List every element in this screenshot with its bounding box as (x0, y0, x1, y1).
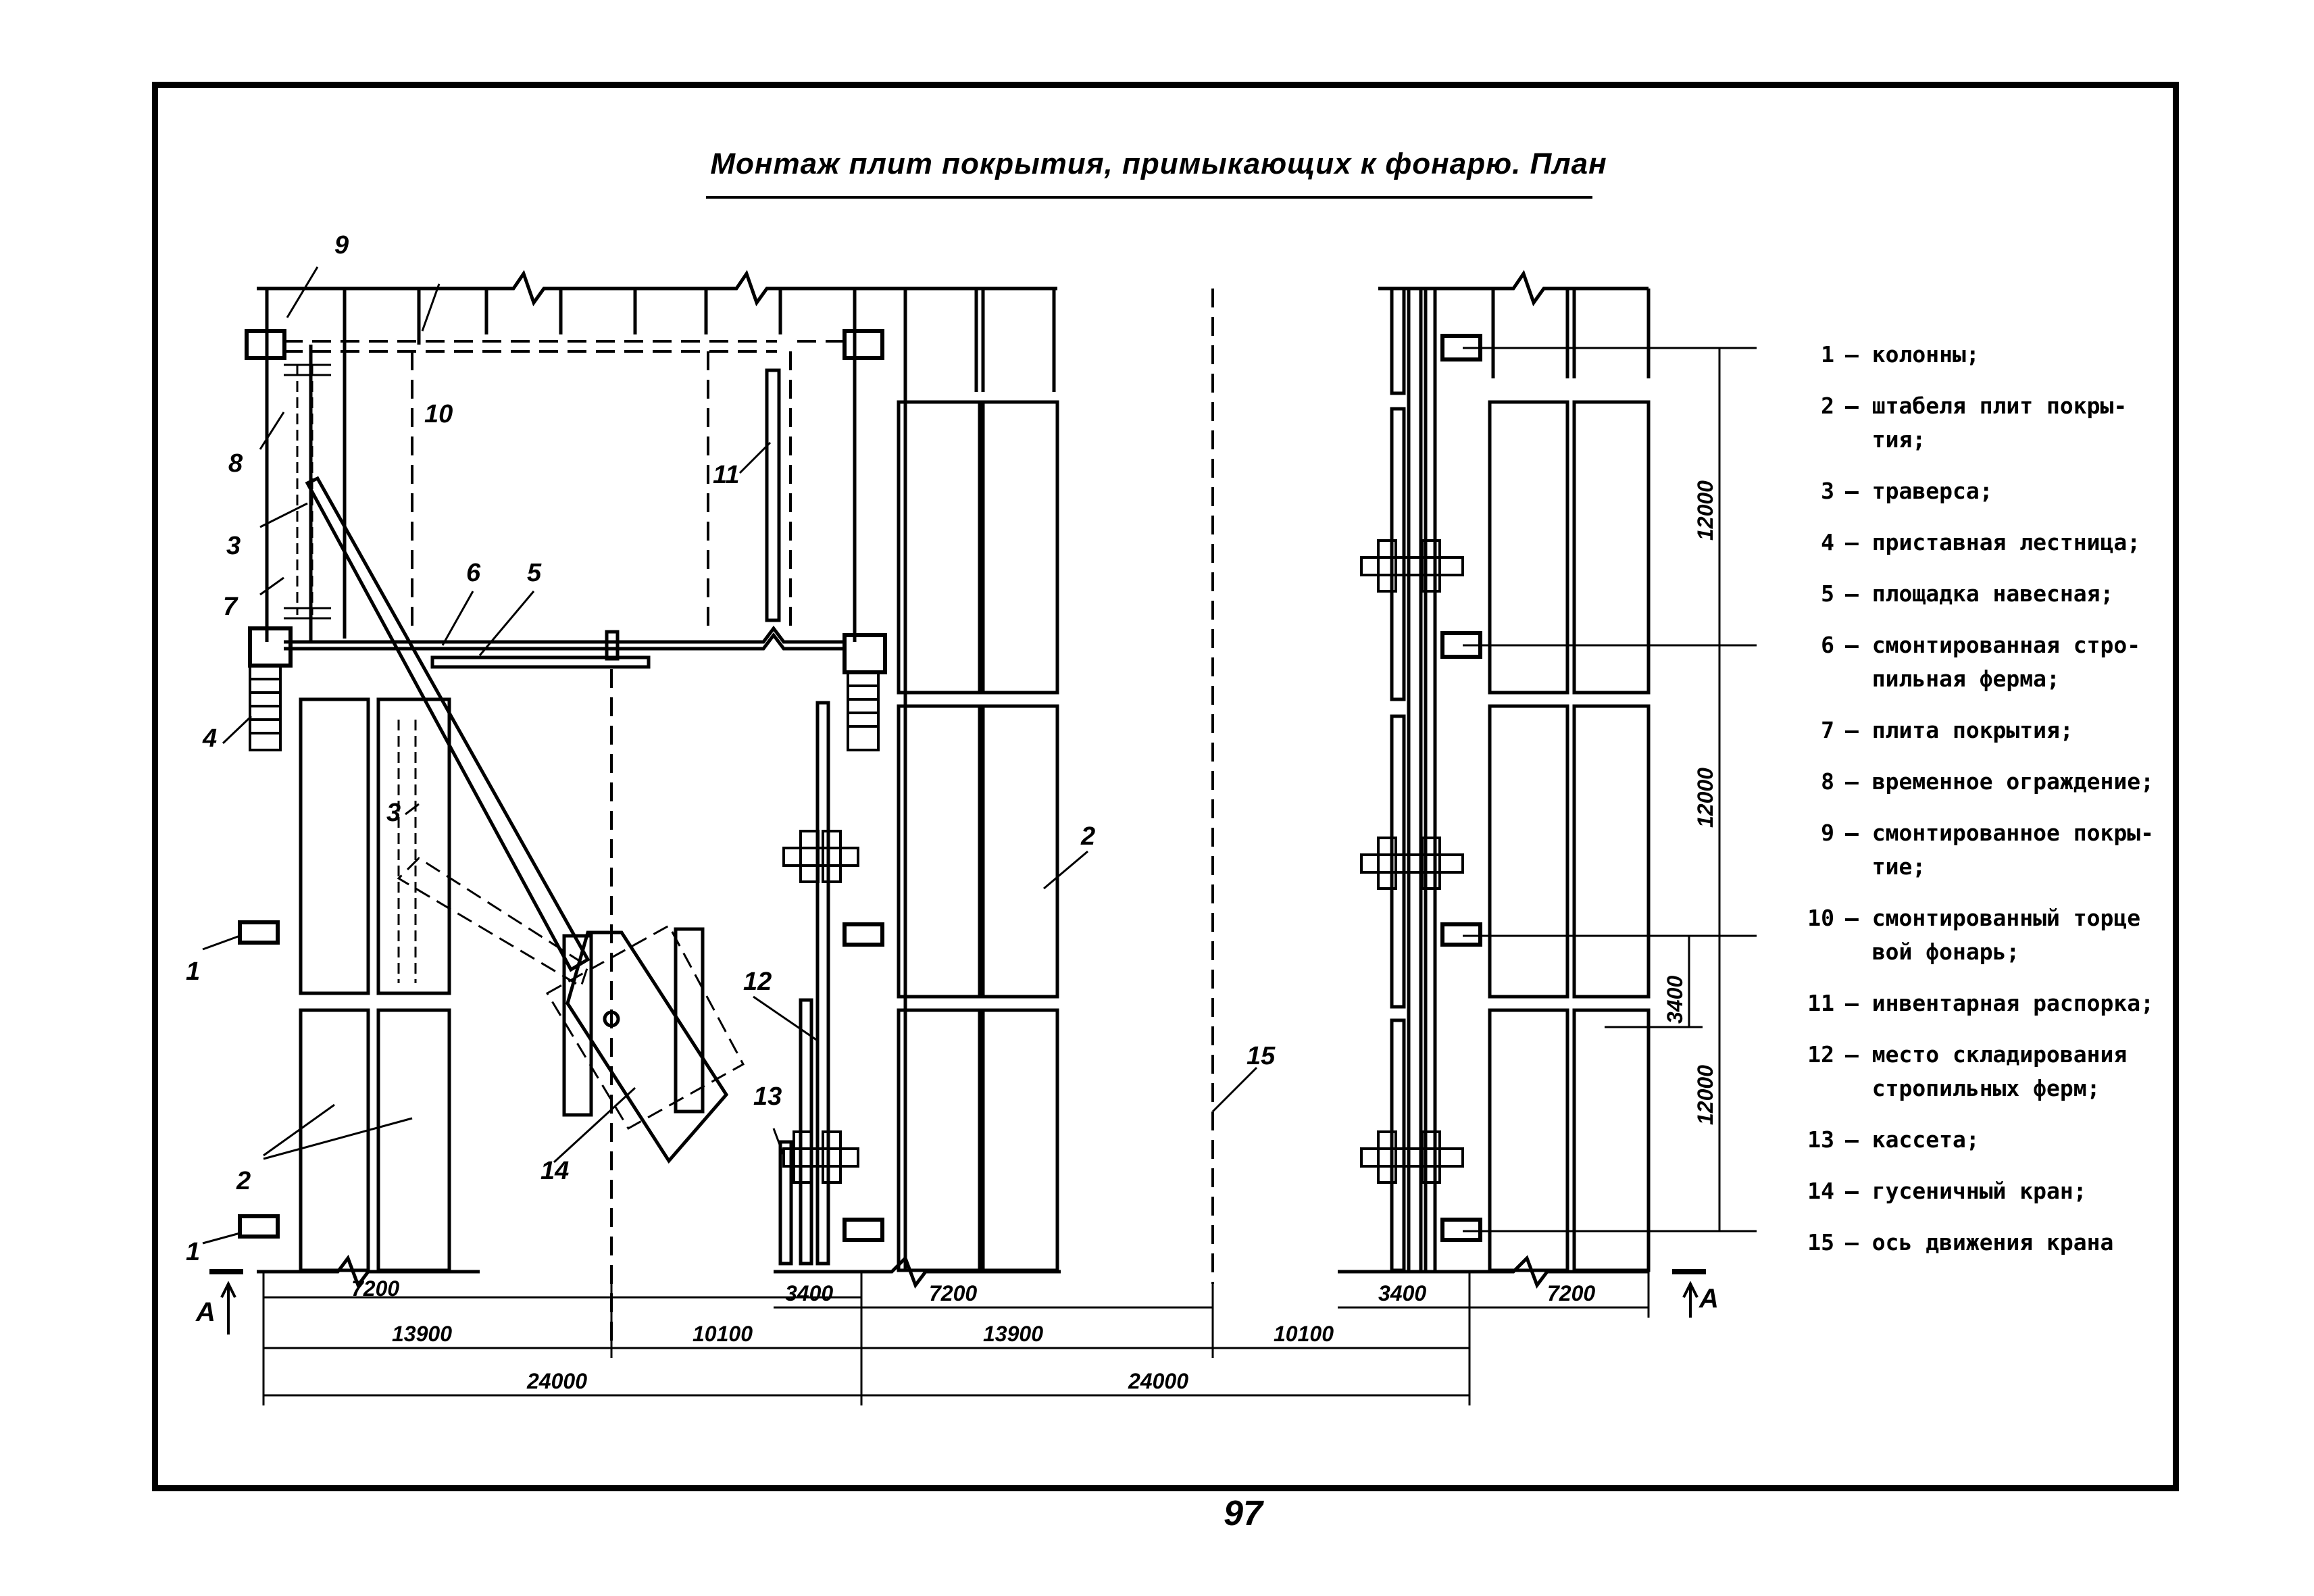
dim-10100-right: 10100 (1274, 1322, 1334, 1346)
callout-6: 6 (466, 559, 481, 587)
vertical-dimensions (1463, 347, 1757, 1232)
dim-10100-left: 10100 (693, 1322, 753, 1346)
dim-12000-mid: 12000 (1693, 768, 1717, 828)
callout-8: 8 (228, 449, 243, 478)
drawing-frame (152, 82, 2179, 1491)
legend-item: 3– траверса; (1821, 478, 1993, 504)
legend-item: 15– ось движения крана (1807, 1229, 2114, 1255)
dim-24000-left: 24000 (526, 1369, 587, 1393)
callout-7: 7 (223, 593, 238, 621)
dim-3400-right: 3400 (1378, 1281, 1426, 1305)
dim-24000-right: 24000 (1128, 1369, 1188, 1393)
legend-item: 5– площадка навесная; (1821, 580, 2114, 607)
dim-7200-left: 7200 (351, 1276, 399, 1301)
legend-item: 7– плита покрытия; (1821, 717, 2073, 743)
callout-12: 12 (743, 968, 772, 996)
dim-13900-mid: 13900 (983, 1322, 1043, 1346)
callout-3b: 3 (386, 799, 401, 827)
page-number: 97 (1224, 1494, 1263, 1533)
dim-12000-bottom: 12000 (1693, 1065, 1717, 1125)
dim-12000-top: 12000 (1693, 480, 1717, 541)
callout-15: 15 (1247, 1042, 1276, 1070)
legend-item: 2– штабеля плит покры- тия; (1821, 393, 2128, 453)
dim-7200-right: 7200 (1547, 1281, 1595, 1305)
legend-item: 12– место складирования стропильных ферм… (1807, 1041, 2128, 1101)
callout-10: 10 (424, 400, 453, 428)
callout-3a: 3 (226, 532, 241, 560)
callout-5: 5 (527, 559, 542, 587)
crane (305, 476, 745, 1164)
callout-13: 13 (753, 1082, 782, 1111)
legend-item: 14– гусеничный кран; (1807, 1178, 2087, 1204)
dim-13900-left: 13900 (392, 1322, 452, 1346)
legend-item: 4– приставная лестница; (1821, 529, 2141, 555)
dim-3400-vertical: 3400 (1663, 976, 1687, 1024)
callout-2a: 2 (236, 1167, 251, 1195)
columns (238, 329, 1482, 1242)
legend-item: 10– смонтированный торце вой фонарь; (1807, 905, 2141, 965)
dim-3400-left: 3400 (785, 1281, 833, 1305)
cassettes-right (1360, 539, 1464, 1184)
section-label-left: A (195, 1297, 216, 1327)
dim-7200-mid: 7200 (929, 1281, 977, 1305)
top-edge-left (257, 270, 1057, 307)
section-mark-right (1672, 1269, 1706, 1318)
section-mark-left (209, 1269, 243, 1335)
plate-stacks-center (897, 289, 1059, 1272)
callout-14: 14 (540, 1157, 569, 1185)
title-underline (706, 196, 1592, 199)
truss-and-platform (284, 625, 845, 669)
legend-item: 9– смонтированное покры- тие; (1821, 820, 2154, 880)
legend: 1– колонны; 2– штабеля плит покры- тия; … (1760, 338, 2172, 1277)
truss-storage (778, 701, 830, 1266)
ladders (249, 664, 880, 751)
right-bay (1390, 286, 1651, 1274)
top-edge-right (1378, 270, 1649, 307)
legend-item: 1– колонны; (1821, 341, 1980, 368)
lantern-outline (284, 340, 851, 635)
cassettes (782, 830, 859, 1184)
callout-1a: 1 (186, 957, 200, 986)
horizontal-dimensions (262, 1270, 1650, 1405)
legend-item: 6– смонтированная стро- пильная ферма; (1821, 632, 2141, 692)
legend-item: 13– кассета; (1807, 1126, 1980, 1153)
legend-item: 11– инвентарная распорка; (1807, 990, 2154, 1016)
drawing-title: Монтаж плит покрытия, примыкающих к фона… (710, 147, 1607, 180)
section-label-right: A (1699, 1284, 1719, 1314)
callout-2b: 2 (1080, 822, 1095, 851)
callout-9: 9 (334, 231, 349, 259)
callout-4: 4 (202, 724, 217, 753)
legend-item: 8– временное ограждение; (1821, 768, 2154, 795)
traverse-on-stack (397, 720, 417, 983)
temporary-fence (284, 364, 331, 620)
callout-1b: 1 (186, 1238, 200, 1266)
callout-11: 11 (713, 461, 739, 489)
roof-strips-left (265, 289, 857, 642)
leader-lines (202, 266, 1258, 1245)
plate-stacks-left (299, 697, 451, 1272)
inventory-strut (765, 368, 781, 622)
